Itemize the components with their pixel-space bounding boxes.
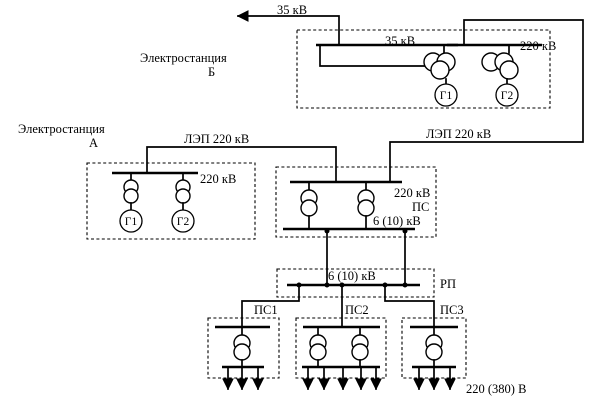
generator-a2 [171,209,195,233]
label-lep-a: ЛЭП 220 кВ [184,132,249,146]
label-220kv-b: 220 кВ [520,39,556,53]
label-35kv-out: 35 кВ [277,3,307,17]
label-ps3: ПС3 [440,303,464,317]
label-consumer-voltage: 220 (380) В [466,382,526,396]
line-220kv-a-to-ps [146,146,337,183]
transformer-a2 [175,179,191,204]
line-35kv-outgoing [236,10,340,46]
wire-35kv-to-transformer-tertiary [319,44,435,67]
label-220kv-ps: 220 кВ [394,186,430,200]
transformer-b1 [423,52,456,80]
distribution-point-rp: 6 (10) кВ РП [276,268,456,298]
transformer-b2 [481,52,519,80]
station-a-boundary [86,162,256,240]
generator-a1 [119,209,143,233]
transformer-ps1-t [233,334,251,361]
ps3-boundary [401,317,467,379]
transformer-ps1 [300,189,318,217]
substation-ps1 [207,317,280,391]
transformer-ps3-t [425,334,443,361]
line-220kv-b-to-ps [389,19,584,183]
transformer-ps2-t1 [309,334,327,361]
feeder-rp-ps1 [241,284,300,328]
substation-ps: 220 кВ ПС 6 (10) кВ [275,166,437,238]
label-rp-bus: 6 (10) кВ [328,269,376,283]
label-35kv-bus: 35 кВ [385,34,415,48]
ps2-boundary [295,317,387,379]
generator-a1-label: Г1 [125,216,138,228]
transformer-a1 [123,179,139,204]
feeder-rp-ps3 [384,284,435,328]
label-lep-b: ЛЭП 220 кВ [426,127,491,141]
rp-boundary [276,268,435,298]
station-b: Электростанция Б 35 кВ 35 кВ 220 кВ [140,3,584,183]
label-ps-lv: 6 (10) кВ [373,214,421,228]
label-220kv-a: 220 кВ [200,172,236,186]
generator-b1 [434,83,458,107]
label-ps1: ПС1 [254,303,278,317]
station-b-letter: Б [208,65,215,79]
station-a: Электростанция А ЛЭП 220 кВ 220 кВ Г1 Г2 [18,122,337,240]
station-b-title: Электростанция [140,51,227,65]
transformer-ps2-t2 [351,334,369,361]
generator-b1-label: Г1 [440,90,453,102]
transformer-ps2 [357,189,375,217]
generator-b2 [495,83,519,107]
generator-a2-label: Г2 [177,216,190,228]
substation-ps2 [295,317,387,391]
label-rp: РП [440,277,456,291]
station-b-boundary [296,29,551,109]
station-a-title: Электростанция [18,122,105,136]
ps-boundary [275,166,437,238]
generator-b2-label: Г2 [501,90,514,102]
station-a-letter: А [89,136,98,150]
label-ps: ПС [412,200,429,214]
label-ps2: ПС2 [345,303,369,317]
substation-ps3 [401,317,467,391]
